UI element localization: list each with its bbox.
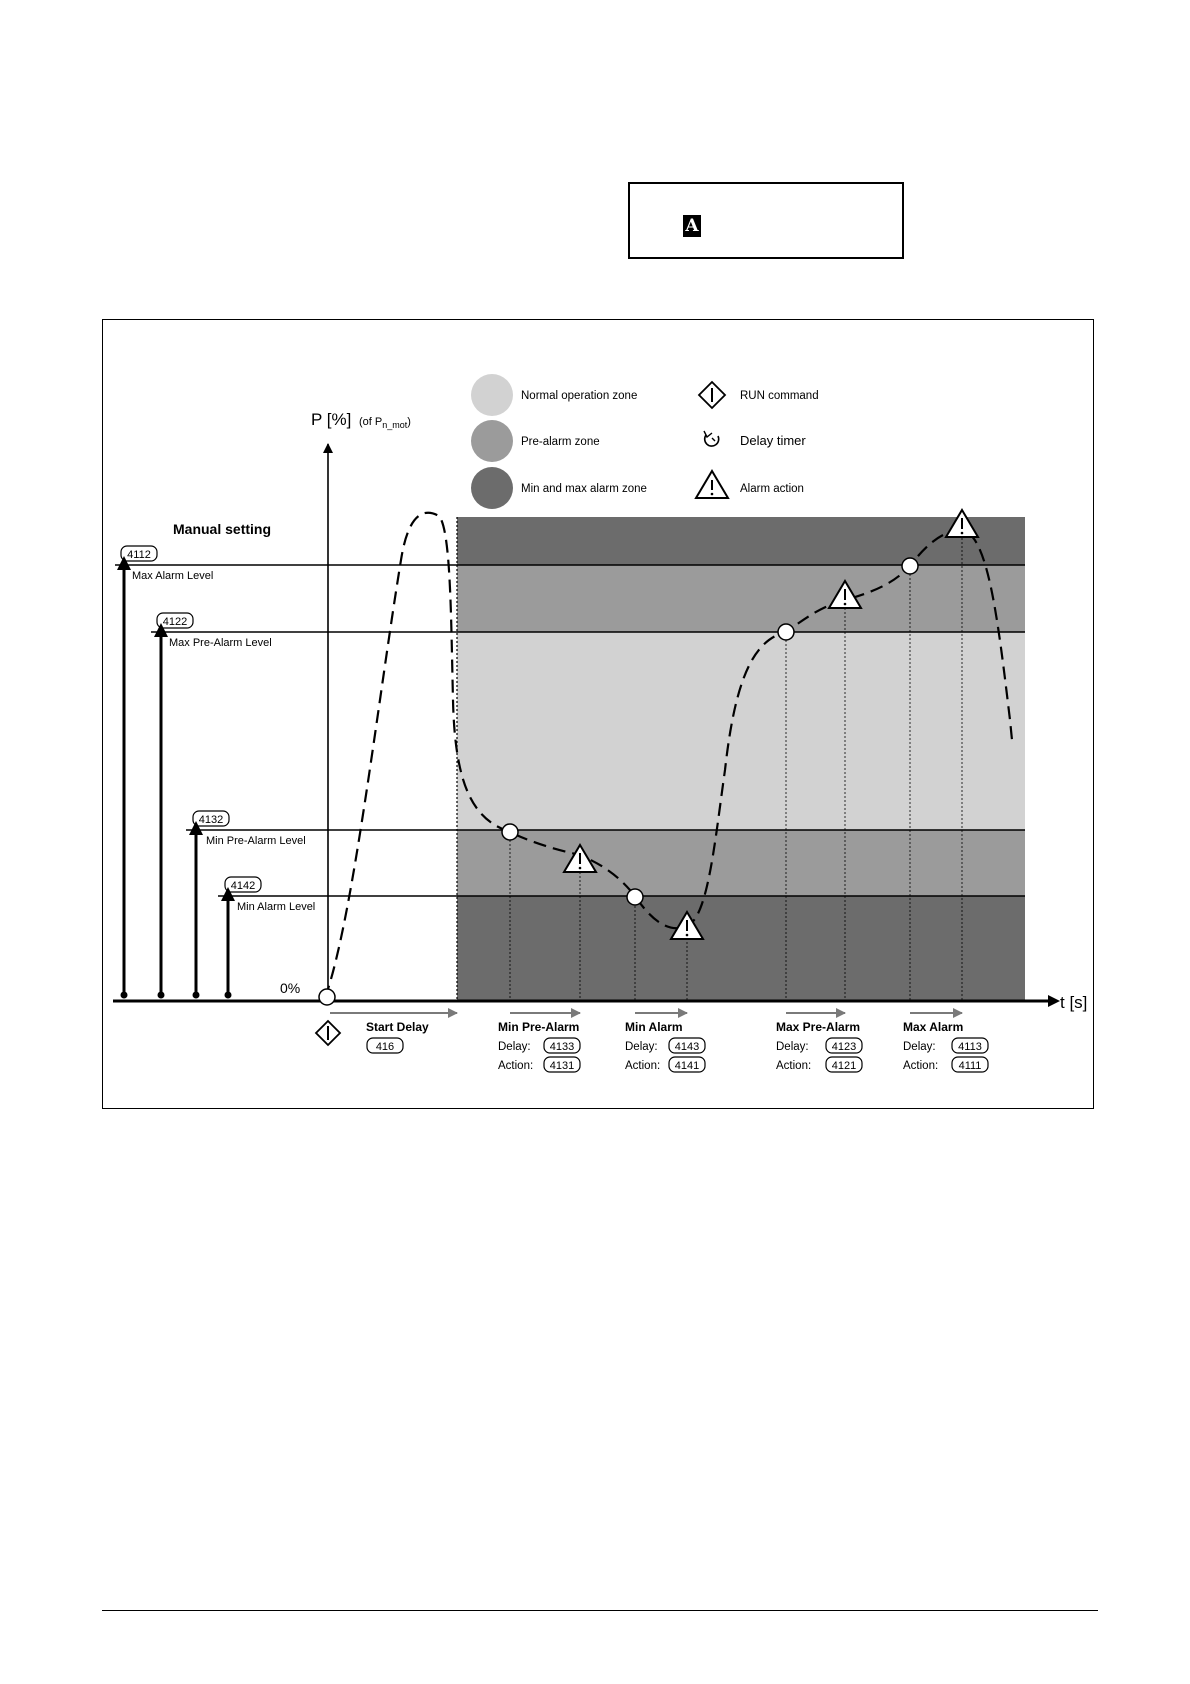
legend-label-normal: Normal operation zone xyxy=(521,390,637,402)
alarm-action-markers xyxy=(562,508,980,940)
level-code-4122: 4122 xyxy=(163,616,187,628)
level-arrows xyxy=(117,556,235,999)
svg-text:Max Pre-Alarm: Max Pre-Alarm xyxy=(776,1020,860,1034)
legend-swatch-normal xyxy=(471,374,513,416)
timer-min-alarm: Min Alarm Delay: Action: 4143 4141 xyxy=(625,1020,706,1073)
zone-bands xyxy=(457,517,1025,1001)
level-label-min-pre-alarm: Min Pre-Alarm Level xyxy=(206,835,306,847)
footer-rule xyxy=(102,1610,1098,1611)
alarm-action-icon xyxy=(562,843,598,873)
svg-text:4123: 4123 xyxy=(832,1041,856,1053)
legend-label-alarm-action: Alarm action xyxy=(740,483,804,495)
legend-label-pre-alarm: Pre-alarm zone xyxy=(521,436,600,448)
level-lines xyxy=(115,564,1025,897)
svg-text:Min Pre-Alarm: Min Pre-Alarm xyxy=(498,1020,579,1034)
diagram-frame: Normal operation zone Pre-alarm zone Min… xyxy=(102,319,1094,1109)
svg-text:Min Alarm: Min Alarm xyxy=(625,1020,683,1034)
level-label-max-alarm: Max Alarm Level xyxy=(132,570,213,582)
normal-operation-zone xyxy=(457,632,1025,830)
start-delay-code: 416 xyxy=(376,1041,394,1053)
svg-text:Action:: Action: xyxy=(903,1060,938,1072)
alarm-action-icon xyxy=(669,910,705,940)
svg-text:Action:: Action: xyxy=(498,1060,533,1072)
level-code-4142: 4142 xyxy=(231,880,255,892)
svg-text:Action:: Action: xyxy=(625,1060,660,1072)
y-axis-label: P [%] xyxy=(311,410,351,429)
alarm-action-icon xyxy=(827,579,863,609)
delay-timer-icon xyxy=(626,888,644,906)
svg-text:Delay:: Delay: xyxy=(903,1041,936,1053)
delay-timer-markers xyxy=(318,557,919,1006)
timer-max-alarm: Max Alarm Delay: Action: 4113 4111 xyxy=(903,1020,989,1073)
svg-text:4121: 4121 xyxy=(832,1060,856,1072)
delay-timer-icon xyxy=(901,557,919,575)
legend-label-delay: Delay timer xyxy=(740,433,806,448)
svg-text:4111: 4111 xyxy=(959,1060,982,1072)
legend-swatch-pre-alarm xyxy=(471,420,513,462)
svg-text:Max Alarm: Max Alarm xyxy=(903,1020,963,1034)
legend-label-run: RUN command xyxy=(740,390,819,402)
run-command-icon xyxy=(314,1019,342,1047)
legend-label-alarm: Min and max alarm zone xyxy=(521,483,647,495)
delay-timer-icon xyxy=(703,430,720,447)
timer-guides xyxy=(509,530,963,1001)
power-monitoring-diagram: Normal operation zone Pre-alarm zone Min… xyxy=(113,374,1087,1073)
svg-text:4143: 4143 xyxy=(675,1041,699,1053)
x-axis-label: t [s] xyxy=(1060,993,1087,1012)
svg-text:Action:: Action: xyxy=(776,1060,811,1072)
min-pre-alarm-zone xyxy=(457,830,1025,896)
max-pre-alarm-zone xyxy=(457,565,1025,632)
svg-text:4133: 4133 xyxy=(550,1041,574,1053)
max-alarm-zone xyxy=(457,517,1025,565)
zero-percent-label: 0% xyxy=(280,980,300,996)
run-command-icon xyxy=(697,380,727,410)
y-axis-sub-label: (of Pn_mot) xyxy=(359,416,411,430)
alarm-action-icon xyxy=(944,508,980,538)
level-label-min-alarm: Min Alarm Level xyxy=(237,901,315,913)
alarm-action-icon xyxy=(694,469,730,499)
min-alarm-zone xyxy=(457,896,1025,1001)
svg-text:Delay:: Delay: xyxy=(625,1041,658,1053)
level-code-4132: 4132 xyxy=(199,814,223,826)
svg-text:4131: 4131 xyxy=(550,1060,574,1072)
legend-swatch-alarm xyxy=(471,467,513,509)
delay-timer-icon xyxy=(501,823,519,841)
level-label-max-pre-alarm: Max Pre-Alarm Level xyxy=(169,637,272,649)
timer-min-pre-alarm: Min Pre-Alarm Delay: Action: 4133 4131 xyxy=(498,1020,581,1073)
svg-text:Delay:: Delay: xyxy=(498,1041,531,1053)
svg-text:4113: 4113 xyxy=(958,1041,982,1053)
legend: Normal operation zone Pre-alarm zone Min… xyxy=(471,374,819,509)
start-delay-title: Start Delay xyxy=(366,1020,429,1034)
delay-timer-icon xyxy=(318,988,336,1006)
level-labels: 4112 Max Alarm Level 4122 Max Pre-Alarm … xyxy=(120,545,315,913)
header-badge: A xyxy=(683,215,701,237)
manual-setting-heading: Manual setting xyxy=(173,521,271,537)
level-code-4112: 4112 xyxy=(127,549,151,561)
header-box: A xyxy=(628,182,904,259)
svg-text:Delay:: Delay: xyxy=(776,1041,809,1053)
delay-timer-icon xyxy=(777,623,795,641)
timer-max-pre-alarm: Max Pre-Alarm Delay: Action: 4123 4121 xyxy=(776,1020,863,1073)
x-axis-arrowhead xyxy=(1048,995,1060,1007)
svg-text:4141: 4141 xyxy=(675,1060,699,1072)
